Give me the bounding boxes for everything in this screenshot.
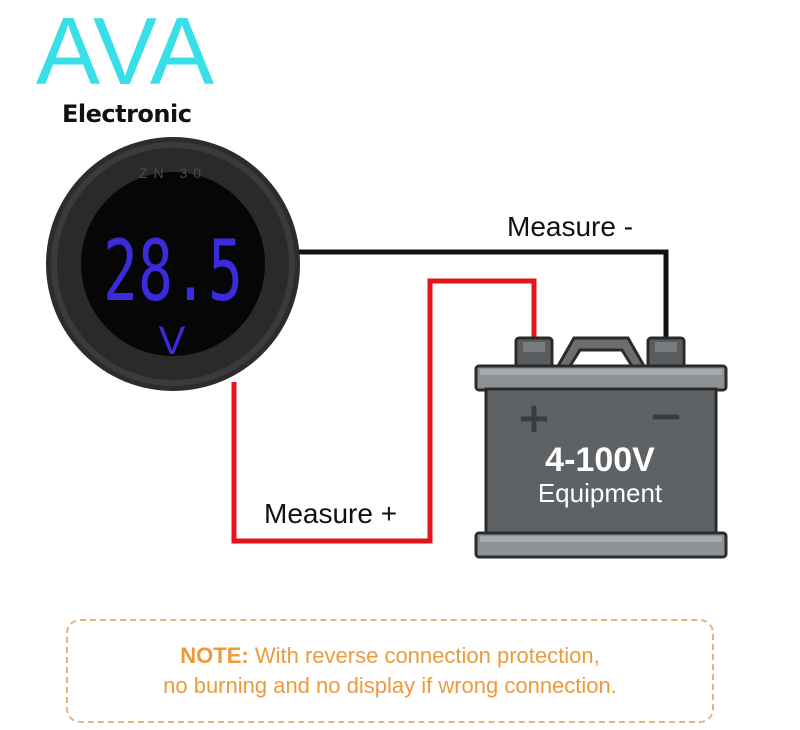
battery-minus-symbol: −: [648, 391, 683, 440]
battery: + − 4-100V Equipment: [474, 336, 728, 559]
note-text-1: With reverse connection protection,: [254, 643, 600, 668]
meter-unit: V: [159, 319, 186, 363]
positive-wire: [231, 278, 537, 544]
note-line-2: no burning and no display if wrong conne…: [163, 673, 617, 698]
logo-text: AVA: [36, 8, 214, 98]
battery-plus-symbol: +: [516, 393, 551, 442]
wiring-diagram: ZN 30 28.5 V Measure - Measure + + − 4-1…: [46, 137, 728, 559]
ava-logo: AVA: [36, 8, 214, 98]
note-box: NOTE: With reverse connection protection…: [66, 619, 714, 723]
note-line-1: NOTE: With reverse connection protection…: [180, 641, 599, 671]
brand-subtitle: Electronic: [62, 100, 192, 128]
battery-voltage: 4-100V: [545, 441, 655, 479]
battery-body: [484, 387, 718, 539]
battery-label: Equipment: [538, 478, 663, 508]
positive-wire-label: Measure +: [264, 498, 397, 529]
negative-wire-label: Measure -: [507, 211, 633, 242]
meter-reading: 28.5: [103, 222, 243, 320]
note-label: NOTE:: [180, 643, 249, 668]
battery-handle: [555, 336, 647, 368]
negative-wire: [296, 249, 669, 340]
meter-bezel-text: ZN 30: [139, 165, 207, 181]
voltmeter: ZN 30 28.5 V: [46, 137, 300, 391]
